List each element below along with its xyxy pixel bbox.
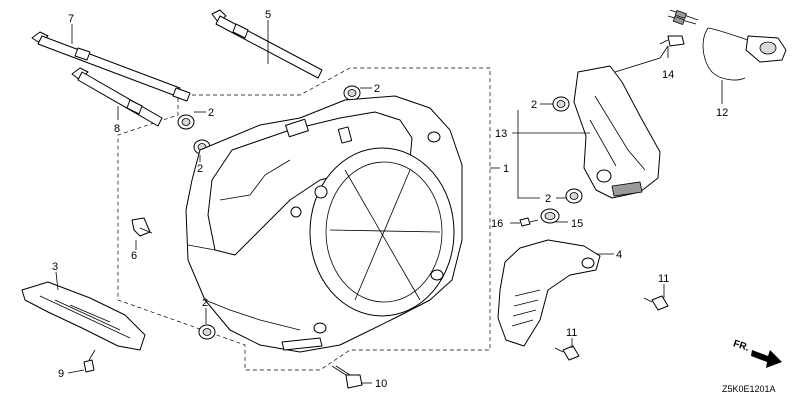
grommet-2-upper-left [177, 114, 195, 130]
front-direction-arrow-icon [751, 350, 782, 368]
label-part-1: 1 [503, 163, 509, 175]
screw-11-lower [554, 345, 580, 361]
label-part-13: 13 [495, 128, 507, 140]
label-part-12: 12 [716, 107, 728, 119]
label-part-16: 16 [491, 218, 503, 230]
shroud-guard-3 [21, 281, 146, 351]
label-part-10: 10 [375, 378, 387, 390]
label-part-2-bracket-top: 2 [531, 99, 537, 111]
label-part-2-top: 2 [374, 83, 380, 95]
front-direction-indicator: FR. [732, 338, 782, 368]
diagram-code: Z5K0E1201A [722, 384, 776, 394]
screw-11-upper [643, 295, 669, 311]
label-part-14: 14 [662, 69, 674, 81]
assembly-boundary [117, 67, 491, 371]
fan-cover-housing [185, 95, 463, 353]
label-part-8: 8 [114, 123, 120, 135]
stud-bolt-5 [211, 9, 323, 79]
grommet-2-top [343, 85, 361, 101]
grommet-2-bracket-bottom [565, 188, 583, 204]
grommet-2-bracket-top [552, 96, 570, 112]
label-part-6: 6 [131, 250, 137, 262]
label-part-9: 9 [58, 368, 64, 380]
label-part-4: 4 [616, 249, 622, 261]
guard-4 [497, 239, 601, 347]
grommet-2-lower-left [198, 324, 216, 340]
label-part-11-lower: 11 [566, 327, 577, 339]
bracket-13 [573, 65, 661, 199]
label-part-11-upper: 11 [658, 273, 669, 285]
flange-bolt-10 [331, 365, 363, 389]
label-part-2-mid-left: 2 [197, 163, 203, 175]
label-part-15: 15 [571, 218, 583, 230]
stud-bolt-7 [31, 31, 191, 102]
leader-lines [55, 20, 723, 384]
screw-14 [659, 35, 685, 47]
screw-9 [83, 349, 96, 373]
stud-bolt-8 [71, 67, 163, 127]
front-direction-label: FR. [732, 338, 751, 354]
label-part-2-bracket-bottom: 2 [545, 193, 551, 205]
sensor-12 [667, 9, 787, 81]
label-part-3: 3 [52, 261, 58, 273]
label-part-2-lower-left: 2 [202, 297, 208, 309]
clip-6 [131, 217, 153, 237]
label-part-2-upper-left: 2 [208, 107, 214, 119]
label-part-5: 5 [265, 9, 271, 21]
label-part-7: 7 [68, 13, 74, 25]
screw-16 [519, 217, 539, 227]
collar-15 [540, 208, 560, 224]
